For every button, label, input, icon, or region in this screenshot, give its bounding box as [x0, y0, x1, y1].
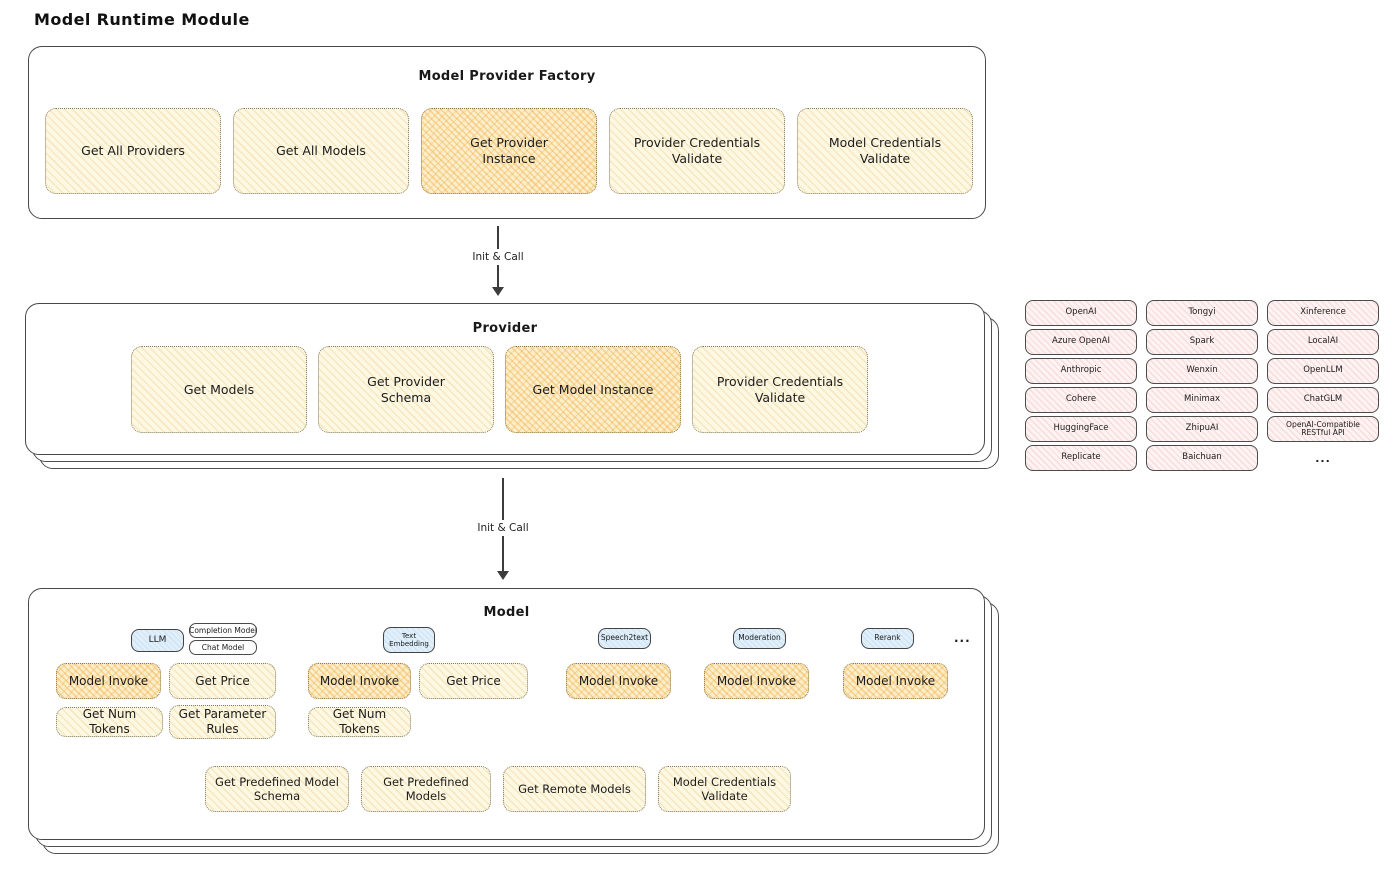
model-tabs-ellipsis: ...	[954, 631, 971, 645]
node-provider-credentials-validate: Provider Credentials Validate	[609, 108, 785, 194]
diagram-title: Model Runtime Module	[34, 10, 250, 29]
tab-text-embedding: Text Embedding	[383, 627, 435, 653]
model-title: Model	[483, 605, 530, 620]
arrow-head-icon	[492, 287, 504, 296]
tab-speech2text: Speech2text	[598, 628, 651, 649]
provider-list-ellipsis: ...	[1315, 451, 1331, 465]
node-get-all-providers: Get All Providers	[45, 108, 221, 194]
node-llm-model-invoke: Model Invoke	[56, 663, 161, 699]
node-llm-get-parameter-rules: Get Parameter Rules	[169, 705, 276, 739]
node-get-model-instance: Get Model Instance	[505, 346, 681, 433]
provider-item: Wenxin	[1146, 358, 1258, 384]
node-embedding-get-num-tokens: Get Num Tokens	[308, 707, 411, 737]
model-container: Model LLM Completion Model Chat Model Te…	[28, 588, 985, 840]
node-llm-get-price: Get Price	[169, 663, 276, 699]
provider-item: Replicate	[1025, 445, 1137, 471]
arrow-init-call-1: Init & Call	[466, 226, 530, 296]
provider-item: ChatGLM	[1267, 387, 1379, 413]
provider-item: Minimax	[1146, 387, 1258, 413]
provider-item: Anthropic	[1025, 358, 1137, 384]
provider-item: Spark	[1146, 329, 1258, 355]
node-embedding-model-invoke: Model Invoke	[308, 663, 411, 699]
provider-container: Provider Get Models Get Provider Schema …	[25, 303, 985, 455]
provider-item: Azure OpenAI	[1025, 329, 1137, 355]
provider-item: LocalAI	[1267, 329, 1379, 355]
node-model-credentials-validate-2: Model Credentials Validate	[658, 766, 791, 812]
provider-item: Baichuan	[1146, 445, 1258, 471]
node-llm-get-num-tokens: Get Num Tokens	[56, 707, 163, 737]
provider-item: HuggingFace	[1025, 416, 1137, 442]
arrow-init-call-2: Init & Call	[471, 478, 535, 580]
tab-llm: LLM	[131, 629, 184, 652]
provider-item: Tongyi	[1146, 300, 1258, 326]
tab-chat-model: Chat Model	[189, 640, 257, 655]
provider-item: ZhipuAI	[1146, 416, 1258, 442]
provider-list-grid: OpenAI Tongyi Xinference Azure OpenAI Sp…	[1025, 300, 1379, 471]
provider-item: Cohere	[1025, 387, 1137, 413]
node-speech2text-model-invoke: Model Invoke	[566, 663, 671, 699]
node-provider-credentials-validate-2: Provider Credentials Validate	[692, 346, 868, 433]
node-get-predefined-model-schema: Get Predefined Model Schema	[205, 766, 349, 812]
provider-item: OpenAI-Compatible RESTful API	[1267, 416, 1379, 442]
provider-item: Xinference	[1267, 300, 1379, 326]
provider-item: OpenAI	[1025, 300, 1137, 326]
node-get-all-models: Get All Models	[233, 108, 409, 194]
node-get-provider-schema: Get Provider Schema	[318, 346, 494, 433]
factory-title: Model Provider Factory	[418, 69, 596, 84]
node-embedding-get-price: Get Price	[419, 663, 528, 699]
node-rerank-model-invoke: Model Invoke	[843, 663, 948, 699]
tab-rerank: Rerank	[861, 628, 914, 649]
arrow-label-init-call-1: Init & Call	[466, 248, 530, 265]
node-get-remote-models: Get Remote Models	[503, 766, 646, 812]
arrow-label-init-call-2: Init & Call	[471, 519, 535, 536]
node-get-predefined-models: Get Predefined Models	[361, 766, 491, 812]
tab-moderation: Moderation	[733, 628, 786, 649]
node-model-credentials-validate: Model Credentials Validate	[797, 108, 973, 194]
tab-completion-model: Completion Model	[189, 623, 257, 638]
node-moderation-model-invoke: Model Invoke	[704, 663, 809, 699]
factory-container: Model Provider Factory Get All Providers…	[28, 46, 986, 219]
node-get-provider-instance: Get Provider Instance	[421, 108, 597, 194]
arrow-head-icon	[497, 571, 509, 580]
provider-title: Provider	[472, 321, 538, 336]
node-get-models: Get Models	[131, 346, 307, 433]
provider-item: OpenLLM	[1267, 358, 1379, 384]
